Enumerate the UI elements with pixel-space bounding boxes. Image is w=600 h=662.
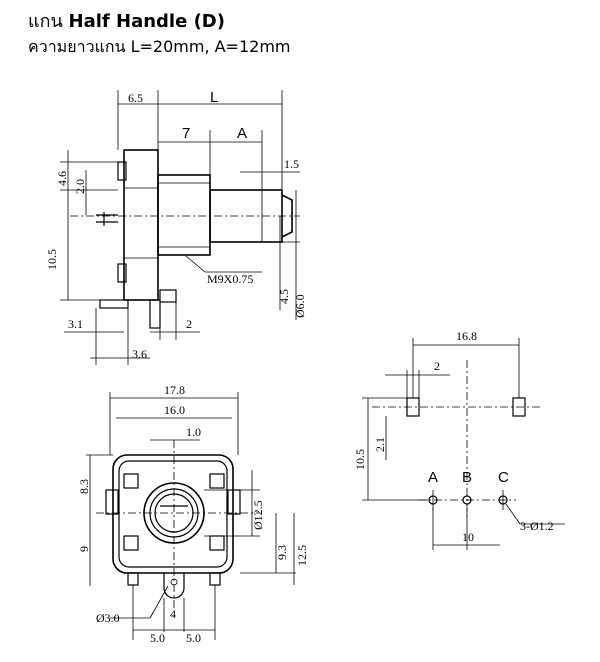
bottom-tab (117, 263, 127, 283)
dim-12-5: 12.5 (295, 545, 309, 566)
top-tab (117, 161, 127, 181)
dim-1-5: 1.5 (284, 157, 299, 171)
front-view: 17.8 16.0 1.0 8.3 9 Ø12.5 9.3 12.5 Ø3.0 … (77, 383, 309, 645)
pin-label-B: B (462, 469, 472, 486)
page-subtitle: ความยาวแกน L=20mm, A=12mm (28, 37, 291, 56)
pin-label-A: A (428, 469, 438, 486)
dim-17-8: 17.8 (164, 383, 185, 397)
page-title: แกน Half Handle (D) (28, 10, 291, 34)
dim-6-5: 6.5 (128, 91, 143, 105)
dim-16-0: 16.0 (164, 403, 185, 417)
dim-2-pcb: 2 (434, 359, 440, 373)
dim-4-5: 4.5 (277, 289, 291, 304)
bushing (157, 174, 211, 256)
dim-4: 4 (170, 607, 176, 621)
pcb-layout: A B C 16.8 2 10.5 2.1 10 3-Ø1.2 (353, 329, 565, 550)
pin-hole-B (462, 495, 472, 505)
dim-dia-3: Ø3.0 (96, 611, 120, 625)
dim-9: 9 (77, 546, 91, 552)
dim-holes: 3-Ø1.2 (520, 519, 554, 533)
title-thai: แกน (28, 11, 63, 32)
dim-4-6: 4.6 (55, 171, 69, 186)
dim-7: 7 (182, 125, 190, 142)
header: แกน Half Handle (D) ความยาวแกน L=20mm, A… (28, 10, 291, 58)
side-view: 6.5 L 7 A 1.5 4.6 2.0 10.5 M9X0.75 4.5 Ø… (45, 89, 307, 365)
dim-16-8: 16.8 (456, 329, 477, 343)
pin-label-C: C (498, 469, 509, 486)
dim-2-0: 2.0 (73, 179, 87, 194)
dim-thread: M9X0.75 (207, 272, 253, 286)
title-english: Half Handle (D) (68, 11, 225, 32)
base-tab (99, 299, 129, 309)
dim-10-5: 10.5 (45, 249, 59, 270)
dim-8-3: 8.3 (77, 479, 91, 494)
dim-L: L (210, 89, 218, 106)
dim-3-6: 3.6 (132, 347, 147, 361)
pin-leg (149, 299, 161, 329)
dim-5-0-left: 5.0 (150, 631, 165, 645)
dim-dia-6: Ø6.0 (293, 294, 307, 318)
dim-2-1: 2.1 (373, 437, 387, 452)
dim-10: 10 (462, 530, 474, 544)
dim-2: 2 (186, 317, 192, 331)
dim-3-1: 3.1 (68, 317, 83, 331)
dim-5-0-right: 5.0 (186, 631, 201, 645)
dim-A: A (237, 125, 247, 142)
dim-9-3: 9.3 (275, 545, 289, 560)
dim-10-5-pcb: 10.5 (353, 449, 367, 470)
mount-tab (159, 289, 177, 303)
dim-1-0: 1.0 (186, 425, 201, 439)
dim-dia-12-5: Ø12.5 (251, 500, 265, 530)
front-body (112, 454, 234, 574)
body-outline (123, 149, 159, 301)
